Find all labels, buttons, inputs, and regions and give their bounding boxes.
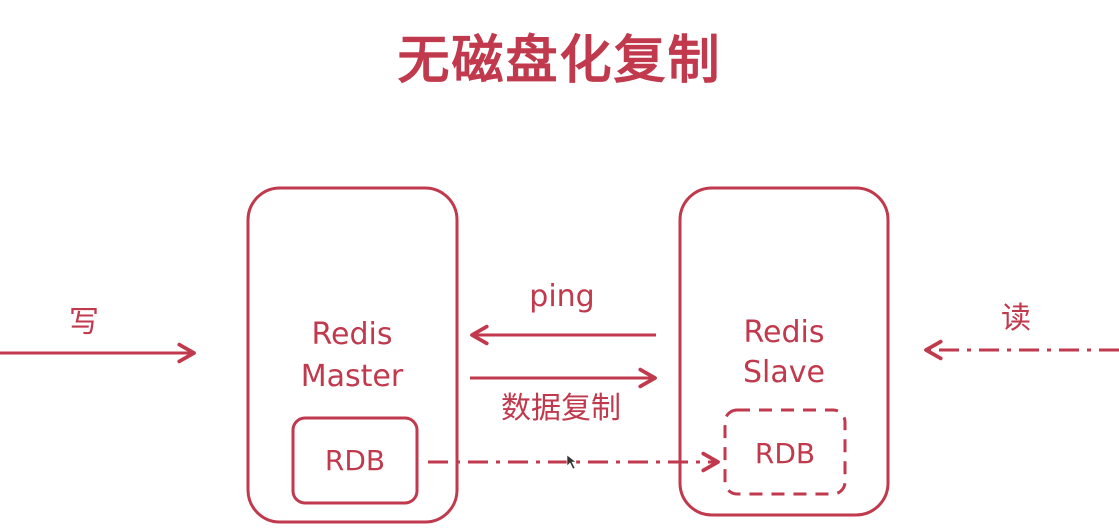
mouse-cursor-icon [566, 454, 577, 470]
page-title: 无磁盘化复制 [397, 31, 722, 91]
master-rdb-box [291, 416, 419, 505]
master-node [246, 186, 459, 524]
write-label: 写 [69, 305, 99, 340]
slave-label-line1: Redis [744, 315, 825, 350]
slave-node [678, 186, 890, 517]
slave-rdb-label: RDB [755, 437, 815, 470]
read-label: 读 [1001, 301, 1031, 336]
ping-label: ping [529, 279, 594, 314]
master-label-line2: Master [301, 359, 404, 394]
master-rdb-label: RDB [325, 444, 385, 477]
slave-label-line2: Slave [743, 355, 825, 390]
replicate-label: 数据复制 [501, 391, 621, 426]
slave-rdb-box [723, 408, 847, 496]
master-label-line1: Redis [312, 317, 393, 352]
